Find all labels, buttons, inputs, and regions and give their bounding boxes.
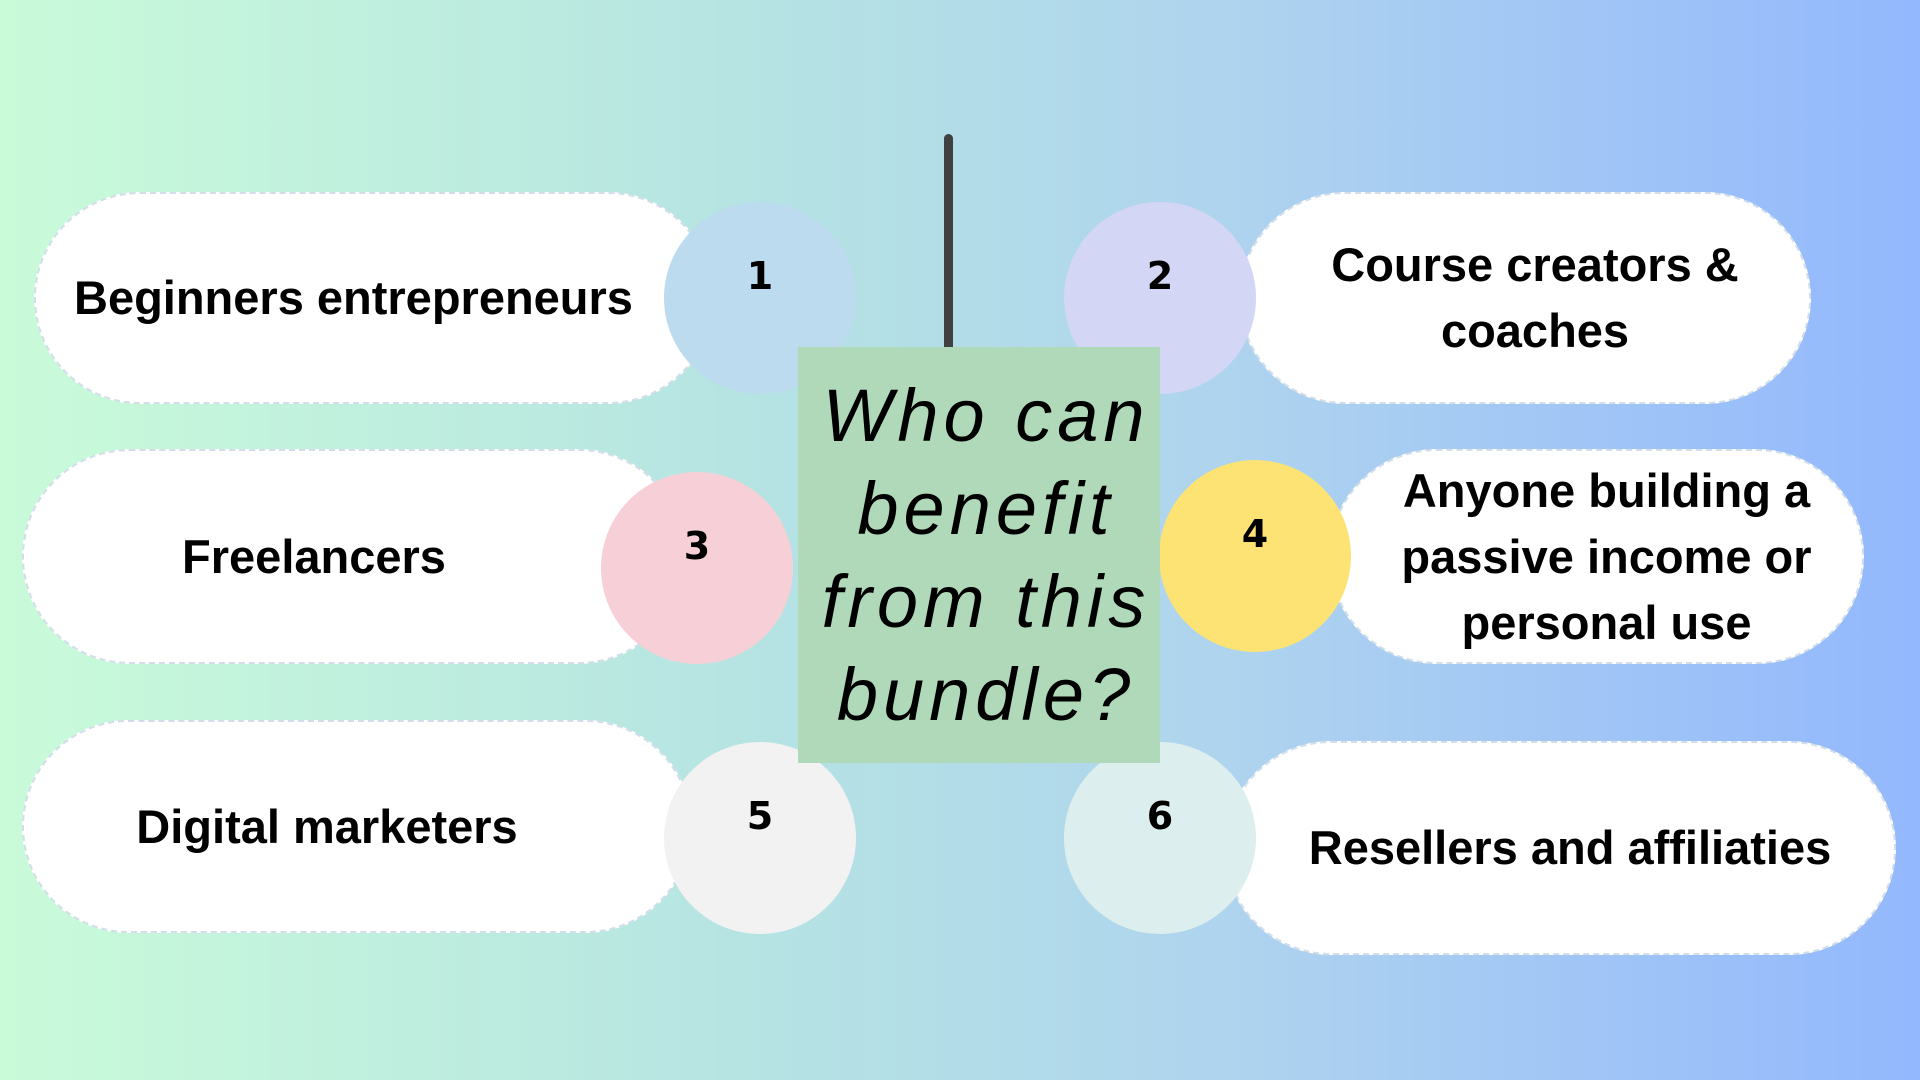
title-box: Who can benefit from this bundle? [798,347,1160,763]
item-label: Digital marketers [136,799,518,853]
item-label: Anyone building a passive income or pers… [1401,463,1812,649]
item-pill-4: Anyone building a passive income or pers… [1329,449,1864,664]
connector-line [944,134,953,354]
item-pill-1: Beginners entrepreneurs [34,192,714,404]
number-circle-6: 6 [1064,742,1256,934]
item-number: 4 [1241,512,1269,556]
item-label: Freelancers [182,529,446,583]
item-label: Course creators & coaches [1331,238,1739,357]
item-number: 3 [683,524,711,568]
number-circle-1: 1 [664,202,856,394]
item-label: Beginners entrepreneurs [74,271,633,324]
item-number: 6 [1146,794,1174,838]
item-pill-5: Digital marketers [22,720,692,933]
item-pill-6: Resellers and affiliaties [1224,741,1896,955]
item-number: 5 [746,794,774,838]
item-number: 1 [746,254,774,298]
item-pill-2: Course creators & coaches [1239,192,1811,404]
number-circle-4: 4 [1159,460,1351,652]
item-pill-3: Freelancers [22,449,686,664]
number-circle-3: 3 [601,472,793,664]
page-title: Who can benefit from this bundle? [821,374,1151,736]
item-number: 2 [1146,254,1174,298]
number-circle-5: 5 [664,742,856,934]
item-label: Resellers and affiliaties [1308,821,1832,874]
